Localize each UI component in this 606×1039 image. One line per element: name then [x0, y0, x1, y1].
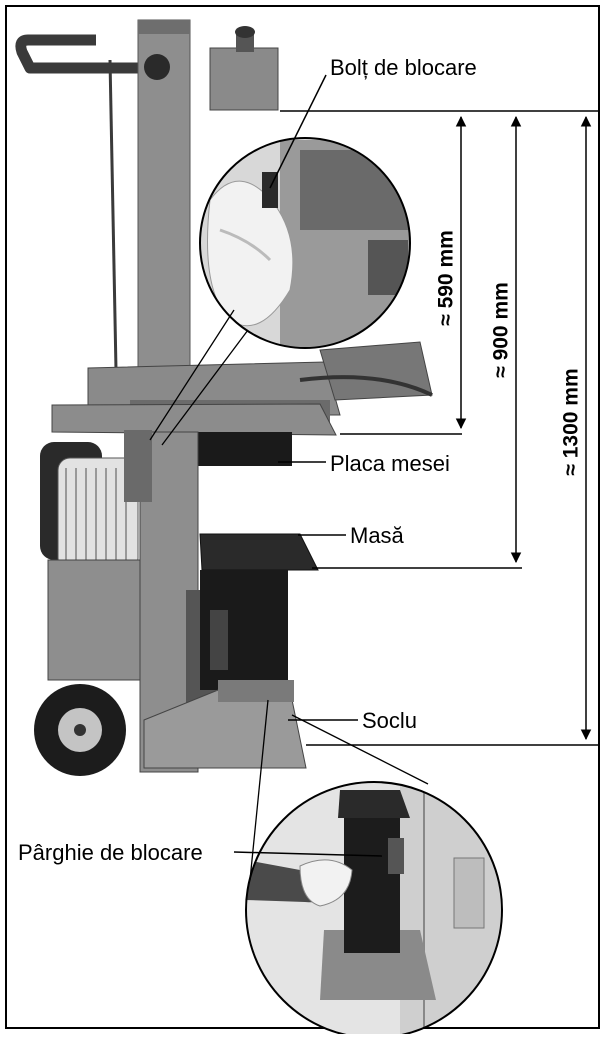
- label-table-plate: Placa mesei: [330, 451, 450, 476]
- locking-bolt-leader: [269, 74, 327, 189]
- dimension-label-590: ≈ 590 mm: [435, 230, 458, 326]
- dimension-label-1300: ≈ 1300 mm: [560, 368, 583, 475]
- lower-body-frame: [47, 559, 149, 681]
- locking-lever-detail: [245, 781, 503, 1039]
- locking-lever-leader: [233, 851, 383, 857]
- label-locking-lever: Pârghie de blocare: [18, 840, 203, 865]
- top-bracket: [209, 47, 279, 111]
- glove: [299, 859, 353, 907]
- top-magnifier-ring: [199, 137, 411, 349]
- base-plate: [143, 689, 307, 769]
- push-handle: [15, 34, 140, 74]
- label-base: Soclu: [362, 708, 417, 733]
- column-knob: [144, 54, 170, 80]
- dimension-label-900: ≈ 900 mm: [490, 282, 513, 378]
- label-locking-bolt: Bolț de blocare: [330, 55, 477, 80]
- locking-bolt-detail: [199, 137, 411, 349]
- table: [199, 533, 319, 571]
- frame-border: [5, 5, 600, 1029]
- log-splitter-machine: [15, 19, 433, 776]
- label-table: Masă: [350, 523, 405, 548]
